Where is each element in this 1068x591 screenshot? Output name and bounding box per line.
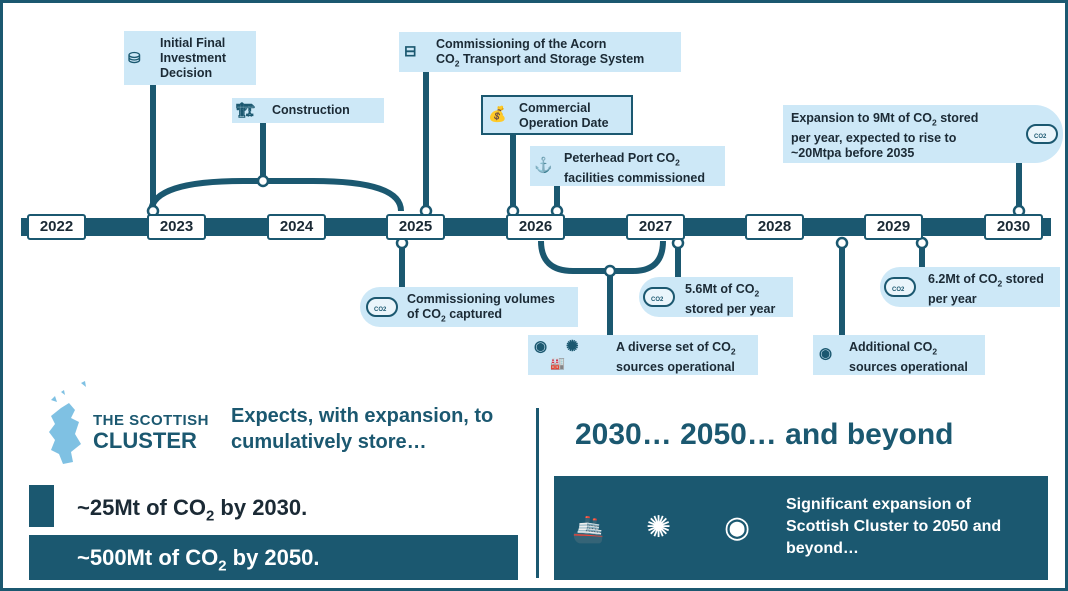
ship-icon: 🚢	[572, 514, 605, 544]
pipe-icon: ⊟	[404, 43, 417, 60]
expects-text: Expects, with expansion, to cumulatively…	[231, 405, 494, 453]
year-2029: 2029	[864, 214, 923, 240]
event-additional-sources: ◉ Additional CO2 sources operational	[813, 335, 985, 375]
logo-line1: THE SCOTTISH	[93, 412, 210, 429]
event-stored-6-2mt: CO2 6.2Mt of CO2 stored per year	[880, 267, 1060, 307]
money-bag-icon: 💰	[488, 106, 507, 123]
year-2026: 2026	[506, 214, 565, 240]
beyond-panel: 🚢 ✺ ◉ Significant expansion of Scottish …	[554, 476, 1048, 580]
bar-2030-label: ~25Mt of CO2 by 2030.	[77, 495, 308, 525]
beyond-text: Significant expansion of Scottish Cluste…	[786, 496, 1002, 557]
crane-icon: 🏗	[236, 102, 256, 119]
event-expansion-9mt: Expansion to 9Mt of CO2 stored per year,…	[783, 105, 1063, 163]
event-construction: 🏗 Construction	[232, 98, 384, 123]
cloud-co2-icon: CO2	[366, 297, 398, 317]
target-icon: ◉	[819, 345, 833, 362]
event-commissioning-volumes: CO2 Commissioning volumes of CO2 capture…	[360, 287, 578, 327]
year-2024: 2024	[267, 214, 326, 240]
year-2028: 2028	[745, 214, 804, 240]
factory-icon: 🏭	[550, 356, 565, 370]
target-icon: ◉	[534, 338, 548, 355]
cloud-co2-icon: CO2	[1026, 124, 1058, 144]
anchor-icon: ⚓	[534, 157, 553, 174]
event-diverse-sources: ◉ ✺ 🏭 A diverse set of CO2 sources opera…	[528, 335, 758, 375]
event-fid: ⛁ Initial Final Investment Decision	[124, 31, 256, 85]
event-acorn: ⊟ Commissioning of the Acorn CO2 Transpo…	[399, 32, 681, 72]
year-2022: 2022	[27, 214, 86, 240]
year-2023: 2023	[147, 214, 206, 240]
scotland-map-icon	[41, 378, 91, 468]
bar-2050	[29, 535, 518, 580]
year-2030: 2030	[984, 214, 1043, 240]
event-stored-5-6mt: CO2 5.6Mt of CO2 stored per year	[639, 277, 793, 317]
bar-2030	[29, 485, 54, 527]
event-peterhead: ⚓ Peterhead Port CO2 facilities commissi…	[530, 146, 725, 186]
bar-2050-label: ~500Mt of CO2 by 2050.	[77, 545, 320, 575]
coins-icon: ⛁	[128, 50, 141, 67]
cloud-co2-icon: CO2	[643, 287, 675, 307]
construction-arc	[148, 178, 404, 212]
year-2027: 2027	[626, 214, 685, 240]
target-icon: ◉	[724, 511, 751, 544]
beyond-title: 2030… 2050… and beyond	[575, 418, 954, 451]
cloud-co2-icon: CO2	[884, 277, 916, 297]
section-divider	[536, 408, 539, 578]
year-2025: 2025	[386, 214, 445, 240]
sources-arc	[538, 240, 666, 274]
fan-icon: ✺	[566, 338, 579, 355]
fan-icon: ✺	[646, 511, 672, 544]
event-cod: 💰 Commercial Operation Date	[481, 95, 633, 135]
logo-line2: CLUSTER	[93, 428, 197, 453]
